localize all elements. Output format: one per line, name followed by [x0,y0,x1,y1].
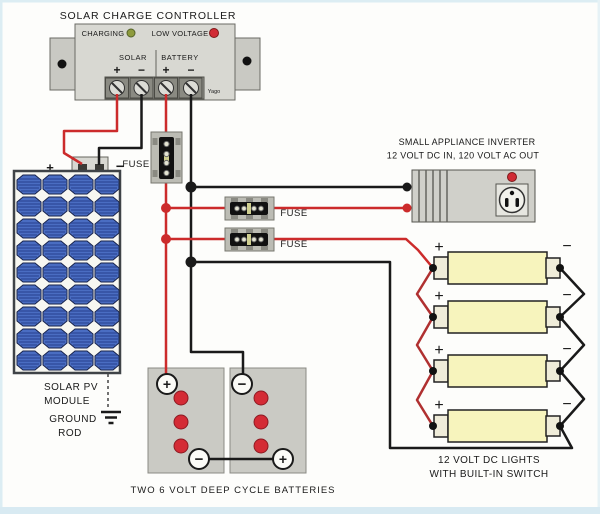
inverter-title: SMALL APPLIANCE INVERTER [399,137,536,147]
solar-plus-sign: + [113,63,120,77]
wire-battery-negative [189,94,245,378]
light-2-plus-sign: + [434,288,443,305]
light-1-minus-sign: − [562,238,571,255]
inverter-positive-terminal [402,203,412,213]
solar-section-label: SOLAR [119,53,147,62]
inverter-heatsink-fins [418,170,448,222]
light-4-minus-node [556,422,564,430]
fuse-1-label: FUSE [122,159,149,170]
left-mount-hole [57,59,67,69]
inverter-subtitle: 12 VOLT DC IN, 120 VOLT AC OUT [387,151,540,161]
fuse-3-label: FUSE [280,239,307,250]
light-2 [433,300,561,334]
fuse-2-label: FUSE [280,208,307,219]
terminal-screws [105,77,203,99]
batteries-caption: TWO 6 VOLT DEEP CYCLE BATTERIES [130,485,335,496]
wire-lights-positive-feed [166,237,434,269]
inverter-power-led-icon [507,172,517,182]
light-4-plus-sign: + [434,397,443,414]
solar-minus-screw [129,77,154,99]
battery-left-positive-terminal [156,373,178,395]
wiring [62,94,586,461]
red-junction-1 [161,203,171,213]
right-mount-hole [242,56,252,66]
solar-minus-sign: − [138,63,145,77]
wire-solar-positive [62,94,119,166]
ac-outlet-icon [495,183,529,217]
light-2-minus-sign: − [562,287,571,304]
controller-brand: Yago [208,89,220,95]
light-3-minus-sign: − [562,341,571,358]
battery-minus-screw [178,77,203,99]
ground-symbol-icon [101,410,121,425]
light-4-minus-sign: − [562,396,571,413]
charging-label: CHARGING [82,29,125,38]
solar-pv-module: + − SOLAR PV MODULE GROUND ROD [12,156,124,439]
low-voltage-led-icon [209,28,219,38]
pv-label-line1: SOLAR PV [44,382,98,393]
low-voltage-label: LOW VOLTAGE [152,29,209,38]
wire-lights-negative-return [191,260,574,450]
battery-plus-sign: + [162,63,169,77]
wire-solar-negative [97,94,143,165]
lights-caption-line1: 12 VOLT DC LIGHTS [438,455,540,466]
light-3 [433,354,561,388]
lights-caption-line2: WITH BUILT-IN SWITCH [430,469,549,480]
light-1-minus-node [556,264,564,272]
junction-dots [161,181,564,430]
battery-left-negative-terminal [188,448,210,470]
battery-plus-screw [154,77,178,99]
red-junction-2 [161,234,171,244]
pv-label-line2: MODULE [44,396,90,407]
pv-minus-terminal [95,164,104,173]
fuse-3: FUSE [224,227,307,252]
black-junction-1 [185,181,197,193]
light-2-minus-node [556,313,564,321]
light-2-plus-node [429,313,437,321]
fuse-1: FUSE [122,131,183,184]
light-4 [433,409,561,443]
battery-left-bottom-sign: − [195,451,204,468]
light-3-plus-sign: + [434,342,443,359]
solar-plus-screw [105,77,129,99]
battery-cell-caps [173,390,269,454]
battery-left-top-sign: + [163,376,171,392]
ground-label-line1: GROUND [49,414,96,425]
light-1 [433,251,561,285]
black-junction-2 [185,256,197,268]
pv-cells-grid [16,173,120,372]
battery-right-top-sign: − [238,376,247,393]
charge-controller: SOLAR CHARGE CONTROLLER CHARGING LOW VOL… [49,10,261,101]
battery-terminals: + − − + [156,373,294,470]
pv-minus-sign: − [116,158,124,174]
inverter: SMALL APPLIANCE INVERTER 12 VOLT DC IN, … [387,137,540,223]
light-4-plus-node [429,422,437,430]
light-1-plus-sign: + [434,239,443,256]
wire-lights-positive-zigzag [415,267,435,427]
charging-led-icon [126,28,136,38]
pv-plus-sign: + [46,160,54,175]
controller-title: SOLAR CHARGE CONTROLLER [60,10,237,22]
pv-plus-terminal [78,164,87,173]
dc-lights: + − + − + − + − 12 VOLT DC LIGHTS WITH B… [430,238,572,480]
battery-right-bottom-sign: + [279,451,287,467]
light-3-minus-node [556,367,564,375]
light-3-plus-node [429,367,437,375]
battery-minus-sign: − [187,63,194,77]
fuse-2: FUSE [224,196,307,221]
ground-label-line2: ROD [58,428,82,439]
wire-lights-negative-zigzag [558,267,586,427]
battery-right-positive-terminal [272,448,294,470]
battery-section-label: BATTERY [161,53,198,62]
battery-right-negative-terminal [231,373,253,395]
inverter-negative-terminal [402,182,412,192]
light-1-plus-node [429,264,437,272]
